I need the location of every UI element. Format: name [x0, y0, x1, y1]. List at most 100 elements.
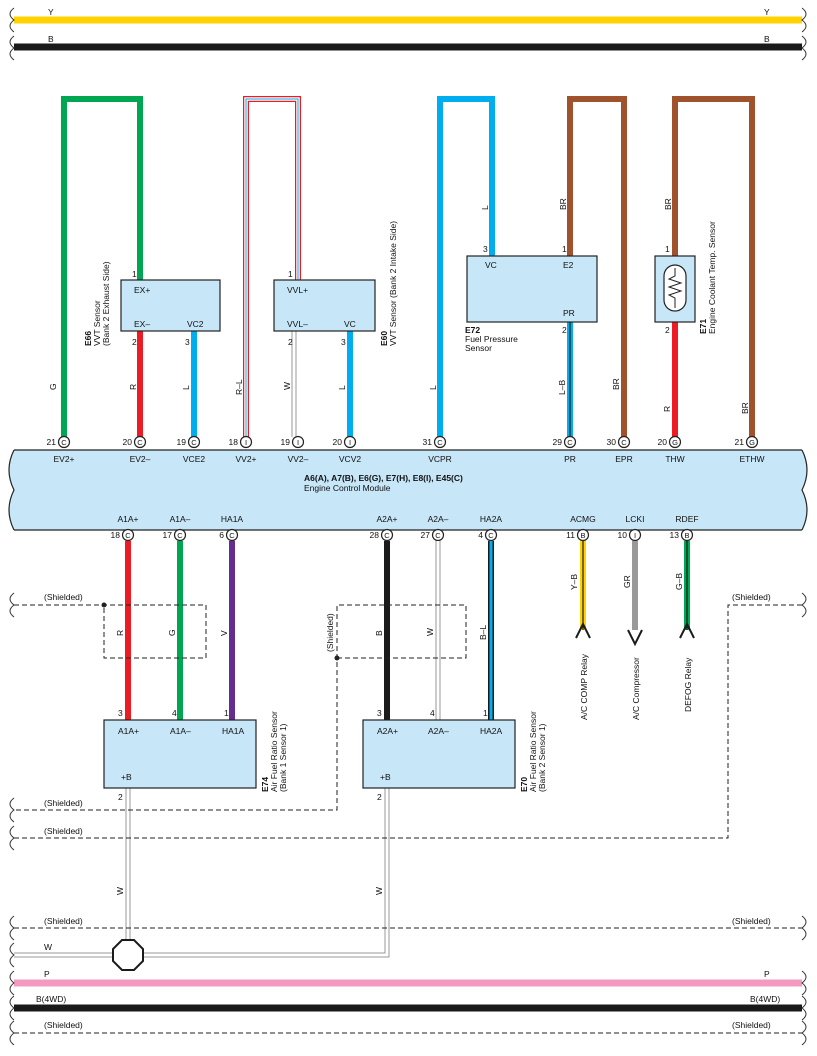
terminal-circle	[133, 435, 147, 449]
pin-number: 3	[483, 244, 488, 254]
pin-number: 27	[421, 530, 431, 540]
break-mark	[9, 592, 15, 618]
wire-label: W	[425, 628, 435, 636]
break-mark	[9, 797, 15, 823]
wire-w	[128, 788, 390, 958]
shield-label: (Shielded)	[325, 613, 335, 652]
bus-label: W	[44, 942, 52, 952]
component-code: E72	[465, 325, 480, 335]
terminal-circle	[680, 528, 694, 542]
pin-label: VC	[344, 319, 356, 329]
component-name: Air Fuel Ratio Sensor	[269, 711, 279, 792]
shield-breaks	[9, 592, 807, 851]
ecm-subtitle: Engine Control Module	[304, 483, 391, 493]
pin-number: 4	[172, 708, 177, 718]
pin-label: HA2A	[480, 726, 503, 736]
top-bus: Y Y B B	[9, 7, 807, 61]
up-arrow-icon	[679, 621, 695, 639]
bus-break-left	[9, 35, 15, 61]
terminal-circle	[668, 435, 682, 449]
wire-label: L–B	[557, 380, 567, 395]
shield-label: (Shielded)	[44, 916, 83, 926]
pin-name: RDEF	[675, 514, 698, 524]
pin-label: A2A+	[377, 726, 398, 736]
terminal-circle	[745, 435, 759, 449]
break-mark	[801, 915, 807, 941]
bus-break-right	[801, 35, 807, 61]
component-e70: A2A+ A2A– HA2A +B 3 4 1 2 E70 Air Fuel R…	[362, 708, 547, 802]
wire-label: V	[219, 630, 229, 636]
splice-dot	[334, 655, 340, 661]
pin-number: 3	[377, 708, 382, 718]
ecm-bottom-pins: C18A1A+C17A1A–C6HA1AC28A2A+C27A2A–C4HA2A…	[111, 514, 699, 542]
pin-number: 31	[423, 437, 433, 447]
connector-letter: B	[580, 531, 585, 540]
wire-label: L	[181, 385, 191, 390]
bus-label: B(4WD)	[750, 994, 780, 1004]
bus-label: Y	[48, 7, 54, 17]
pin-name: A2A–	[428, 514, 449, 524]
pin-name: PR	[564, 454, 576, 464]
terminal-circle	[433, 435, 447, 449]
wire-w-inner	[128, 788, 389, 957]
pin-number: 20	[333, 437, 343, 447]
pin-number: 19	[281, 437, 291, 447]
wire-br	[672, 96, 755, 437]
terminal-circle	[343, 435, 357, 449]
break-mark	[9, 995, 15, 1021]
component-name: Air Fuel Ratio Sensor	[528, 711, 538, 792]
wire-label: L	[337, 385, 347, 390]
terminal-circle	[173, 528, 187, 542]
down-arrow-icon	[627, 629, 643, 647]
pin-number: 19	[177, 437, 187, 447]
wire-label: B–L	[478, 625, 488, 640]
pin-number: 13	[670, 530, 680, 540]
bus-label: P	[44, 969, 50, 979]
connector-letter: B	[684, 531, 689, 540]
shield-e70	[14, 604, 467, 811]
pin-number: 1	[665, 244, 670, 254]
component-label: E60 VVT Sensor (Bank 2 Intake Side)	[379, 221, 398, 346]
pin-number: 2	[377, 792, 382, 802]
break-mark	[801, 592, 807, 618]
break-mark	[9, 942, 15, 968]
pin-number: 18	[229, 437, 239, 447]
pin-name: EV2–	[130, 454, 151, 464]
pin-label: A1A–	[170, 726, 191, 736]
wire-label: L	[428, 385, 438, 390]
shield-label: (Shielded)	[44, 798, 83, 808]
bus-label: P	[764, 969, 770, 979]
pin-number: 2	[288, 337, 293, 347]
connector-letter: C	[125, 531, 131, 540]
connector-letter: C	[437, 438, 443, 447]
pin-number: 2	[118, 792, 123, 802]
connector-letter: C	[435, 531, 441, 540]
pin-label: +B	[121, 772, 132, 782]
wire-label: R	[662, 406, 672, 412]
wire-br	[567, 96, 627, 437]
wire-label: BR	[558, 198, 568, 210]
component-desc: (Bank 2 Sensor 1)	[537, 723, 547, 792]
ecm-body	[14, 450, 802, 530]
terminal-circle	[291, 435, 305, 449]
pin-name: THW	[665, 454, 684, 464]
component-code: E74	[260, 777, 270, 792]
relay-label: DEFOG Relay	[683, 657, 693, 712]
component-label: E71 Engine Coolant Temp. Sensor	[698, 221, 717, 334]
wire-label: R–L	[234, 379, 244, 395]
pin-number: 20	[658, 437, 668, 447]
shield-rdef	[14, 604, 802, 839]
pin-name: LCKI	[626, 514, 645, 524]
ecm-pin: C 27 A2A–	[421, 514, 449, 542]
break-mark	[9, 1020, 15, 1046]
bus-label: B	[764, 34, 770, 44]
pin-number: 29	[553, 437, 563, 447]
connector-letter: C	[384, 531, 390, 540]
